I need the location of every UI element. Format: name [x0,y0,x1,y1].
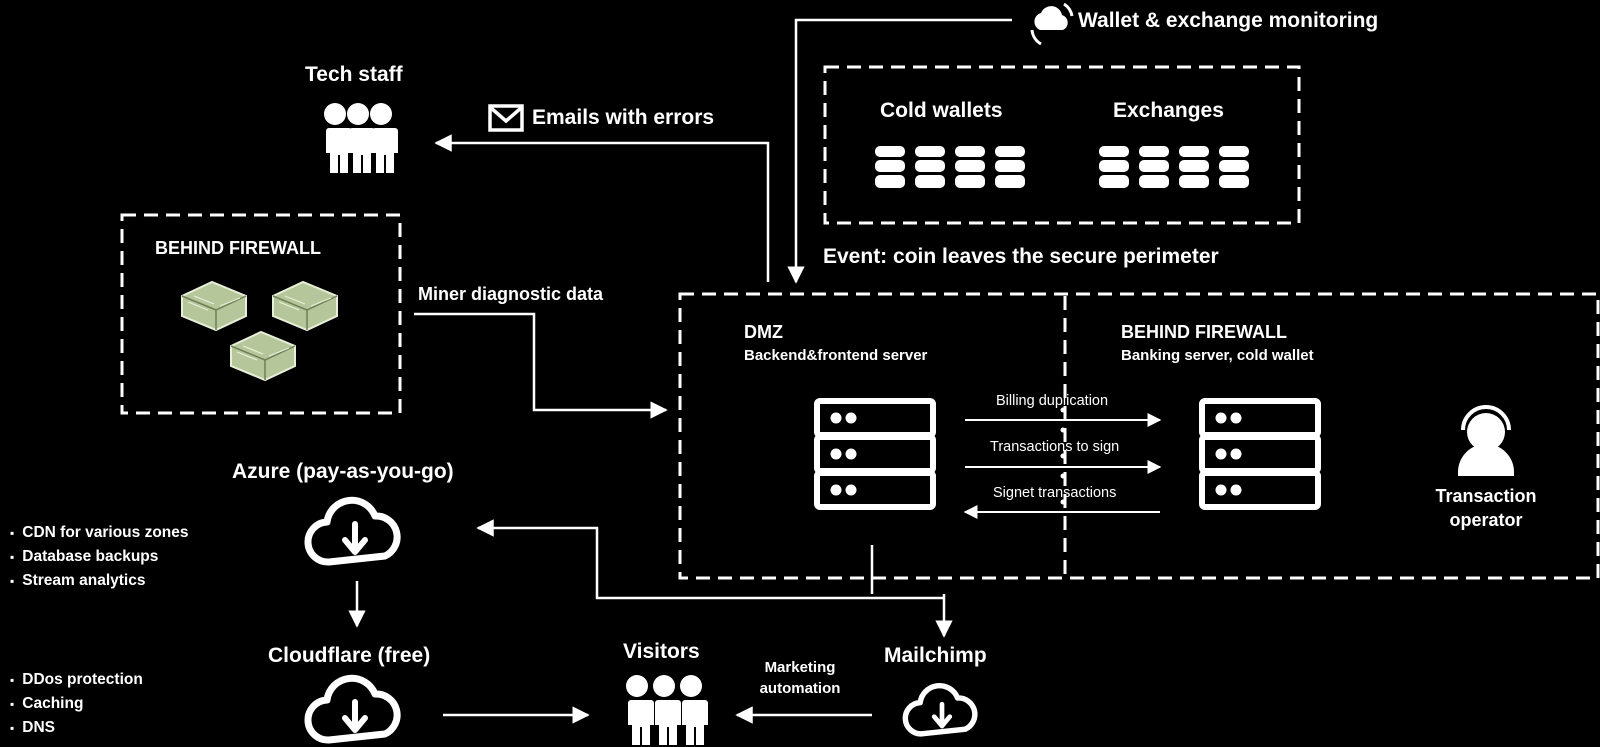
monitoring-arrow [787,18,1012,284]
signed-transactions-label: Signet transactions [993,485,1117,501]
miner-diagnostic-arrow [414,312,668,419]
mailchimp-cloud-icon [905,686,975,734]
firewall-subtitle: Banking server, cold wallet [1121,347,1314,364]
cloudflare-cloud-icon [308,678,397,740]
list-item: DDos protection [10,668,143,692]
exchanges-db-icons [1099,146,1249,188]
wallet-monitoring-label: Wallet & exchange monitoring [1078,9,1379,32]
cloud-sync-icon [1030,2,1074,46]
dmz-subtitle: Backend&frontend server [744,347,928,364]
transactions-to-sign-label: Transactions to sign [990,439,1120,455]
visitors-icon [623,675,708,745]
tech-staff-icon [321,103,398,173]
visitors-label: Visitors [623,640,700,663]
banking-server-icon [1202,401,1318,507]
list-item: Database backups [10,545,189,569]
server-zones-box [678,292,1600,580]
tech-staff-label: Tech staff [305,63,403,86]
cold-wallets-label: Cold wallets [880,99,1003,122]
miner-diagnostic-label: Miner diagnostic data [418,284,604,304]
operator-label: Transaction operator [1435,486,1537,530]
list-item: CDN for various zones [10,521,188,545]
cloudflare-label: Cloudflare (free) [268,644,431,667]
marketing-automation-label: Marketing automation [759,659,841,697]
firewall-title: BEHIND FIREWALL [1121,322,1287,342]
list-item: Caching [10,692,143,716]
azure-feed-arrow [476,519,944,600]
emails-with-errors-label: Emails with errors [532,106,715,129]
miners-firewall-box [120,213,402,415]
miner-container-icons [181,281,338,381]
cold-storage-box [823,65,1301,225]
cloudflare-features-list: DDos protection Caching DNS [10,668,143,740]
emails-arrow [434,134,770,282]
miners-firewall-label: BEHIND FIREWALL [155,238,321,258]
envelope-icon [488,104,524,132]
dmz-title: DMZ [744,322,783,342]
mailchimp-label: Mailchimp [884,644,987,667]
azure-cloud-icon [308,500,397,562]
dmz-server-icon [817,401,933,507]
list-item: DNS [10,716,143,740]
azure-features-list: CDN for various zones Database backups S… [10,521,189,593]
exchange-dots [1060,407,1066,505]
billing-duplication-label: Billing duplication [996,393,1109,409]
exchanges-label: Exchanges [1113,99,1224,122]
azure-label: Azure (pay-as-you-go) [232,460,454,483]
operator-icon [1458,405,1514,476]
list-item: Stream analytics [10,569,189,593]
cold-wallets-db-icons [875,146,1025,188]
event-label: Event: coin leaves the secure perimeter [823,245,1219,268]
